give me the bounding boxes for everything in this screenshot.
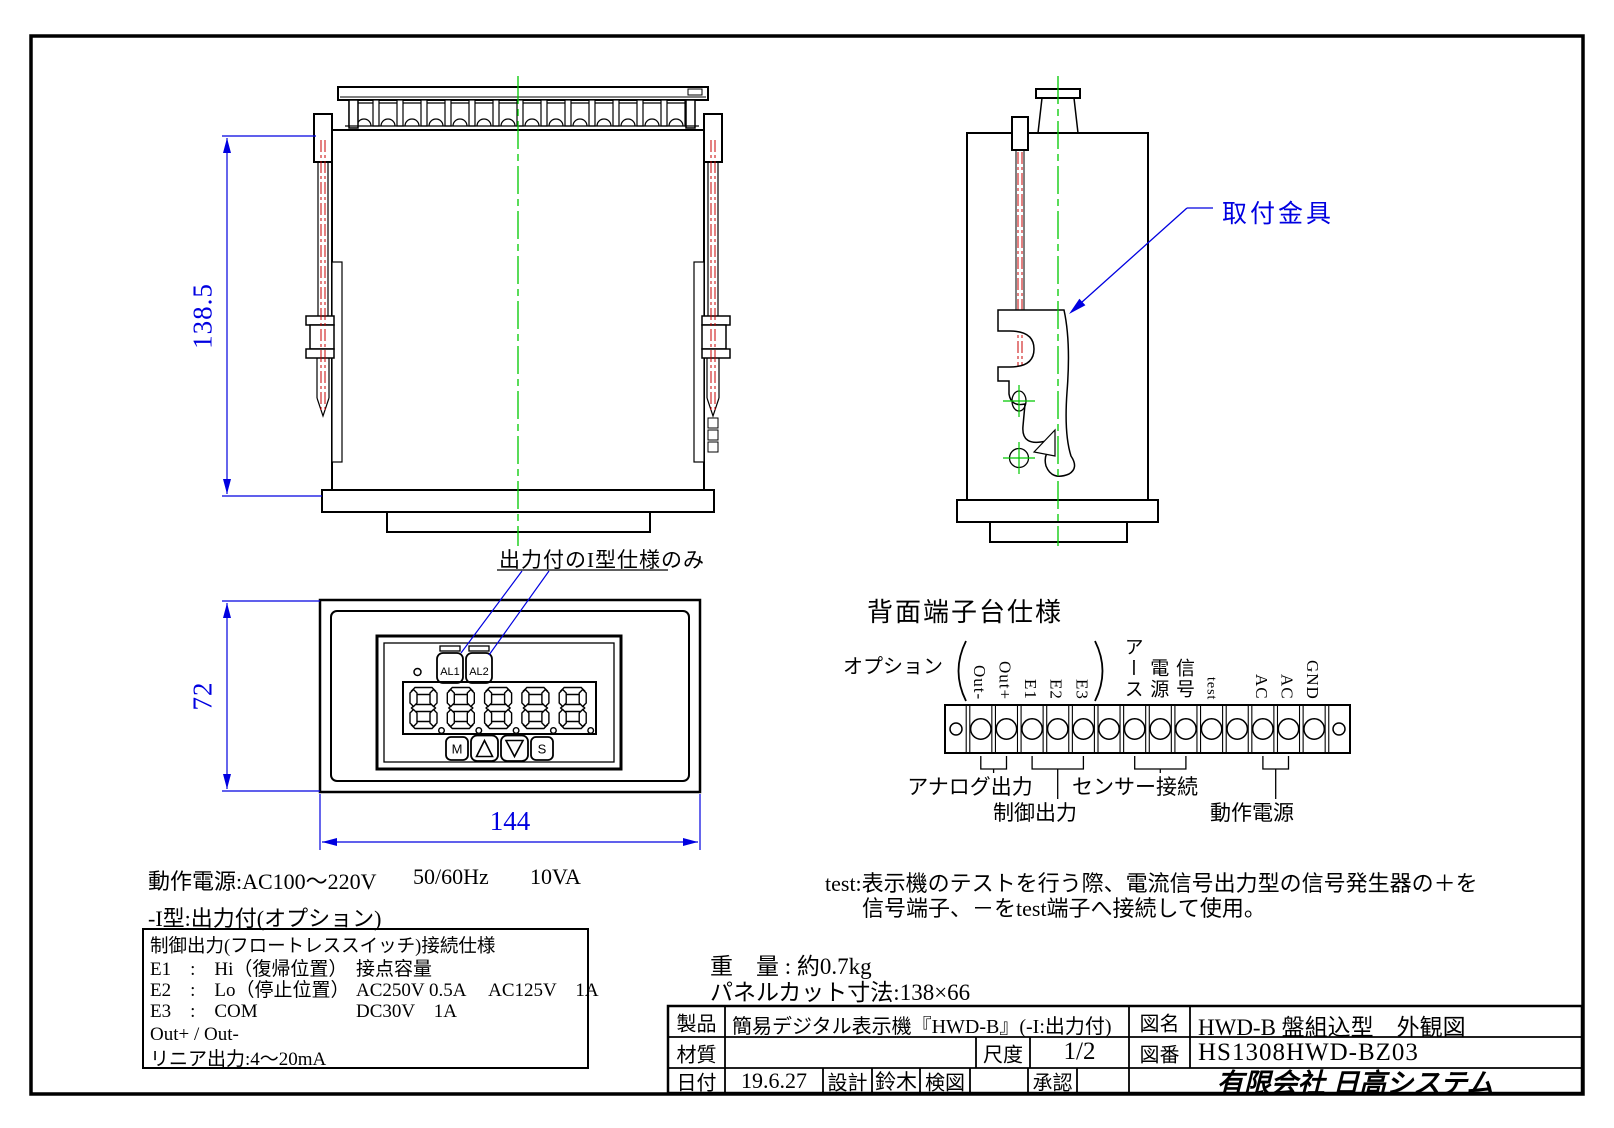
terminal-label-ac: AC: [1251, 674, 1271, 700]
terminal-label-e2: E2: [1046, 679, 1066, 700]
design-label: 設計: [827, 1072, 868, 1094]
company-name: 有限会社 日高システム: [1216, 1068, 1494, 1098]
right-mounting-screw: [693, 113, 731, 463]
option-label: オプション: [843, 656, 943, 678]
mode-button: [445, 736, 469, 761]
dim-height-rear: 138.5: [187, 283, 218, 349]
terminal-label-test: test: [1203, 676, 1219, 700]
al2-label: AL2: [469, 666, 489, 678]
output-type-annotation: 出力付のI型仕様のみ: [499, 548, 705, 572]
al1-button: [436, 652, 464, 684]
display-window: [402, 681, 597, 735]
control-box-out: Out+ / Out-: [150, 1024, 239, 1045]
control-box-dc: DC30V 1A: [356, 1001, 457, 1022]
up-button: [470, 734, 499, 762]
mode-button-label: M: [451, 741, 463, 757]
power-spec: 動作電源:AC100～220V: [148, 869, 377, 894]
designer-value: 鈴木: [875, 1069, 917, 1094]
rear-view: [222, 76, 731, 546]
terminal-group-label: センサー接続: [1072, 775, 1198, 799]
set-button: [530, 736, 554, 761]
dim-72-lines: [222, 600, 320, 792]
material-label: 材質: [676, 1044, 717, 1067]
down-button: [500, 734, 529, 762]
option-brace-close: [1094, 640, 1104, 702]
power-va: 10VA: [530, 864, 581, 889]
terminal-title: 背面端子台仕様: [867, 598, 1064, 627]
terminal-group-label: 動作電源: [1210, 801, 1294, 825]
bracket-label: 取付金具: [1222, 201, 1335, 228]
control-box-e2: E2 : Lo（停止位置）: [150, 980, 350, 1001]
left-mounting-screw: [305, 113, 343, 463]
check-label: 検図: [925, 1072, 965, 1094]
control-box-e3: E3 : COM: [150, 1001, 258, 1022]
control-box-cap: 接点容量: [356, 959, 433, 980]
drawing-name: HWD-B 盤組込型 外観図: [1198, 1015, 1466, 1040]
test-note-line2: 信号端子、－をtest端子へ接続して使用。: [862, 896, 1266, 921]
dim-height-front: 72: [187, 681, 218, 711]
weight-note: 重 量 : 約0.7kg: [710, 954, 872, 979]
control-output-box: [142, 928, 589, 1069]
al1-label: AL1: [440, 666, 460, 678]
terminal-label-電源: 電源: [1147, 658, 1169, 700]
dim-144-lines: [319, 794, 701, 850]
terminal-label-ac: AC: [1277, 674, 1297, 700]
al1-indicator-bar: [439, 645, 461, 652]
product-label: 製品: [676, 1013, 717, 1036]
scale-label: 尺度: [983, 1044, 1023, 1067]
mounting-bracket: [997, 309, 1076, 477]
front-view: [222, 569, 702, 850]
status-led: [413, 667, 422, 677]
screw-center-marks: [1003, 385, 1035, 474]
annotation-leaders: [460, 570, 550, 656]
al2-indicator-bar: [468, 645, 490, 652]
option-brace-open: [957, 640, 967, 702]
date-value: 19.6.27: [741, 1067, 807, 1093]
terminal-block-view: [944, 640, 1351, 799]
triangle-up-icon: [475, 738, 494, 758]
control-box-title: 制御出力(フロートレススイッチ)接続仕様: [150, 937, 496, 957]
al2-button: [465, 652, 493, 684]
terminal-label-e3: E3: [1072, 679, 1092, 700]
drawing-name-label: 図名: [1139, 1013, 1180, 1036]
panel-cut-note: パネルカット寸法:138×66: [710, 980, 971, 1005]
terminal-label-アース: アース: [1121, 637, 1143, 700]
product-name: 簡易デジタル表示機『HWD-B』(-I:出力付): [732, 1016, 1112, 1038]
approve-label: 承認: [1032, 1072, 1073, 1094]
terminal-label-e1: E1: [1021, 679, 1041, 700]
terminal-label-信号: 信号: [1172, 658, 1194, 700]
terminal-group-brackets: [980, 756, 1290, 799]
bracket-leader: [1071, 207, 1213, 312]
terminal-label-out-: Out-: [969, 664, 989, 700]
drawing-number: HS1308HWD-BZ03: [1198, 1039, 1419, 1066]
type-option-note: -I型:出力付(オプション): [148, 906, 382, 931]
dim-138-lines: [222, 135, 322, 497]
control-box-ac: AC250V 0.5A AC125V 1A: [356, 980, 599, 1001]
terminal-label-gnd: GND: [1303, 660, 1323, 700]
number-label: 図番: [1139, 1044, 1180, 1067]
control-box-linear: リニア出力:4～20mA: [150, 1049, 327, 1070]
set-button-label: S: [537, 741, 547, 757]
side-view: [956, 76, 1213, 546]
seven-segment-display: [409, 686, 595, 735]
dim-width-front: 144: [489, 806, 531, 836]
terminal-label-out+: Out+: [995, 660, 1015, 700]
power-freq: 50/60Hz: [413, 864, 489, 889]
test-note-line1: test:表示機のテストを行う際、電流信号出力型の信号発生器の＋を: [825, 871, 1478, 896]
triangle-down-icon: [504, 739, 525, 759]
date-label: 日付: [676, 1072, 717, 1094]
scale-value: 1/2: [1063, 1038, 1096, 1065]
control-box-e1: E1 : Hi（復帰位置）: [150, 959, 348, 980]
terminal-group-label: アナログ出力: [907, 775, 1033, 799]
terminal-group-label: 制御出力: [993, 801, 1077, 825]
